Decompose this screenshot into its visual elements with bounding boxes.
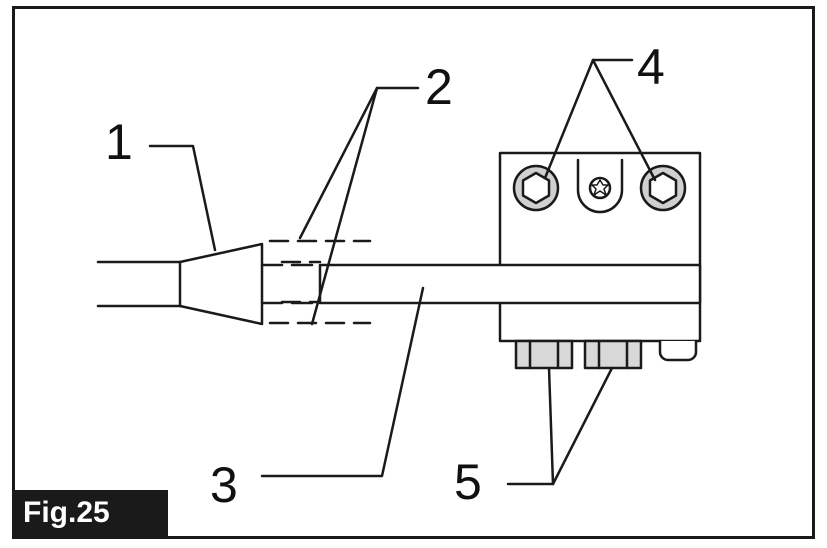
callout-2: 2 — [425, 59, 453, 115]
nut-right — [583, 339, 643, 370]
nut-left — [514, 339, 574, 370]
callout-4: 4 — [637, 39, 665, 95]
side-tab — [658, 339, 698, 362]
leader-4 — [543, 58, 657, 182]
callout-1: 1 — [105, 114, 133, 170]
leader-2 — [298, 86, 420, 326]
callout-5: 5 — [454, 454, 482, 510]
rod — [260, 263, 702, 305]
callout-3: 3 — [210, 457, 238, 513]
figure-label: Fig.25 — [15, 490, 168, 536]
leader-1 — [148, 144, 217, 252]
conical-sleeve — [178, 242, 264, 326]
leader-3 — [260, 286, 425, 478]
cable — [96, 260, 182, 308]
hex-screw-right — [639, 164, 687, 212]
leader-5 — [506, 366, 614, 486]
torx-screw — [576, 158, 624, 214]
hex-screw-left — [512, 164, 560, 212]
